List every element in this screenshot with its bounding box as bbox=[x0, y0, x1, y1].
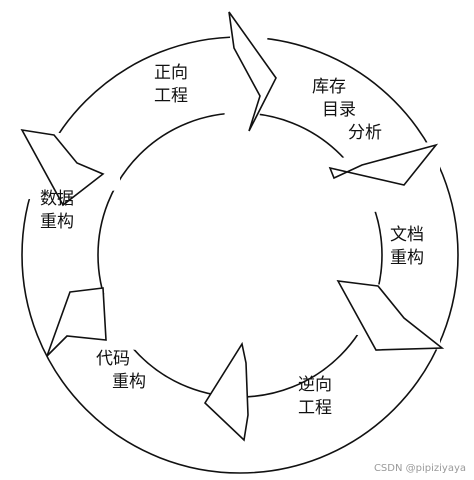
stage-label-reverse-engineering: 逆向 工程 bbox=[298, 375, 332, 418]
arrow-code-restructuring bbox=[46, 287, 107, 357]
arrow-forward-engineering bbox=[228, 11, 277, 132]
watermark-text: CSDN @pipiziyaya bbox=[373, 463, 466, 474]
arrow-data-restructuring bbox=[20, 128, 105, 207]
stage-label-document-restructuring: 文档 重构 bbox=[390, 225, 424, 268]
stage-label-inventory-analysis: 库存 目录 分析 bbox=[312, 77, 382, 143]
arrow-inventory-analysis bbox=[328, 143, 439, 186]
arrow-reverse-engineering bbox=[203, 341, 249, 442]
arrow-document-restructuring bbox=[336, 280, 445, 351]
stage-label-forward-engineering: 正向 工程 bbox=[154, 63, 188, 106]
stage-label-code-restructuring: 代码 重构 bbox=[96, 349, 146, 392]
stage-label-data-restructuring: 数据 重构 bbox=[40, 189, 74, 232]
